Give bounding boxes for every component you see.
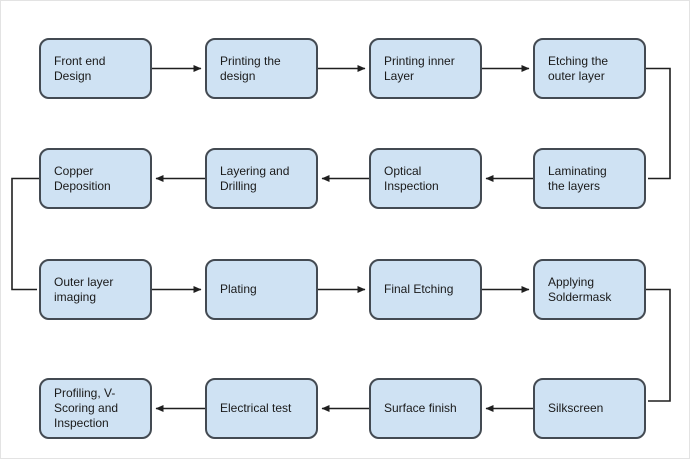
node-applying-soldermask: Applying Soldermask <box>533 259 646 320</box>
node-plating: Plating <box>205 259 318 320</box>
node-profiling-vscoring: Profiling, V- Scoring and Inspection <box>39 378 152 439</box>
node-surface-finish: Surface finish <box>369 378 482 439</box>
node-electrical-test: Electrical test <box>205 378 318 439</box>
node-silkscreen: Silkscreen <box>533 378 646 439</box>
node-laminating-layers: Laminating the layers <box>533 148 646 209</box>
node-outer-layer-imaging: Outer layer imaging <box>39 259 152 320</box>
connector-soldermask-to-silkscreen <box>646 288 671 402</box>
node-final-etching: Final Etching <box>369 259 482 320</box>
connector-etchingouter-to-laminating <box>646 67 671 180</box>
node-printing-the-design: Printing the design <box>205 38 318 99</box>
node-front-end-design: Front end Design <box>39 38 152 99</box>
node-printing-inner-layer: Printing inner Layer <box>369 38 482 99</box>
node-optical-inspection: Optical Inspection <box>369 148 482 209</box>
node-etching-outer-layer: Etching the outer layer <box>533 38 646 99</box>
node-layering-drilling: Layering and Drilling <box>205 148 318 209</box>
node-copper-deposition: Copper Deposition <box>39 148 152 209</box>
connector-copper-to-outerlayer <box>11 177 39 291</box>
